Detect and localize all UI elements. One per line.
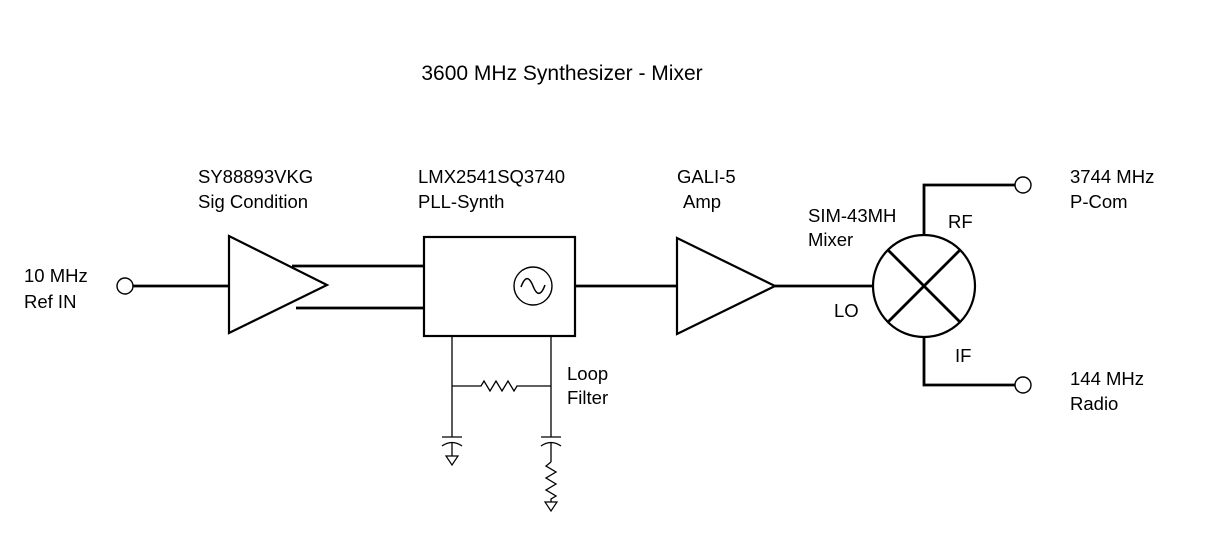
amp-part-label: GALI-5 (677, 166, 736, 187)
input-port-terminal (116, 277, 134, 295)
loop-filter-label-line2: Filter (567, 387, 608, 408)
loop-filter-label-line1: Loop (567, 363, 608, 384)
sig-condition-role-label: Sig Condition (198, 191, 308, 212)
ground-symbol-left (444, 455, 460, 467)
loop-filter-shunt-resistor (544, 461, 558, 502)
rf-output-label-name: P-Com (1070, 191, 1128, 212)
input-label-name: Ref IN (24, 291, 76, 312)
pll-part-label: LMX2541SQ3740 (418, 166, 565, 187)
rf-output-label-freq: 3744 MHz (1070, 166, 1154, 187)
mixer-part-label: SIM-43MH (808, 205, 896, 226)
loop-filter-series-resistor (452, 379, 551, 393)
loop-filter-capacitor-left (441, 436, 463, 456)
if-output-terminal (1014, 376, 1032, 394)
diagram-title: 3600 MHz Synthesizer - Mixer (421, 62, 702, 85)
amp-symbol (675, 236, 778, 336)
mixer-role-label: Mixer (808, 229, 853, 250)
rf-output-terminal (1014, 176, 1032, 194)
if-output-label-freq: 144 MHz (1070, 368, 1144, 389)
pll-role-label: PLL-Synth (418, 191, 504, 212)
mixer-cross-b (887, 249, 961, 323)
mixer-lo-port-label: LO (834, 300, 859, 321)
if-output-wire (922, 337, 1015, 387)
input-label-freq: 10 MHz (24, 265, 88, 286)
loop-filter-capacitor-right (540, 436, 562, 462)
mixer-rf-port-label: RF (948, 211, 973, 232)
ground-symbol-right (543, 501, 559, 513)
sig-condition-part-label: SY88893VKG (198, 166, 313, 187)
oscillator-sine-wave (520, 277, 546, 295)
if-output-label-name: Radio (1070, 393, 1118, 414)
amp-role-label: Amp (683, 191, 721, 212)
rf-output-wire (922, 183, 1015, 235)
sig-condition-buffer-symbol (227, 234, 330, 335)
mixer-if-port-label: IF (955, 345, 971, 366)
